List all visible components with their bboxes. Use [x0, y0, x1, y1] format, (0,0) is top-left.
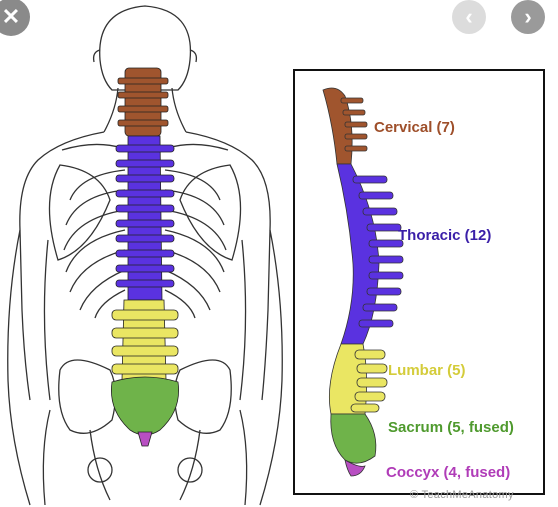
sacrum-segment-back [111, 376, 179, 436]
label-cervical: Cervical (7) [374, 119, 455, 136]
torso-back-view [7, 5, 283, 506]
credit-watermark: © TeachMeAnatomy [410, 489, 514, 501]
label-lumbar: Lumbar (5) [388, 362, 466, 379]
spine-back-view [111, 67, 179, 447]
chevron-left-icon: ‹ [465, 4, 473, 29]
label-coccyx: Coccyx (4, fused) [386, 464, 511, 481]
label-sacrum: Sacrum (5, fused) [388, 419, 514, 436]
coccyx-segment-side [344, 459, 366, 477]
coccyx-segment-back [137, 431, 153, 447]
chevron-right-icon: › [524, 4, 532, 29]
next-button[interactable]: › [511, 0, 545, 34]
close-icon: ✕ [1, 4, 21, 29]
sacrum-segment-side [330, 413, 377, 464]
spine-side-view [322, 87, 404, 477]
label-thoracic: Thoracic (12) [398, 227, 492, 244]
previous-button[interactable]: ‹ [452, 0, 486, 34]
close-button[interactable]: ✕ [0, 0, 30, 36]
thoracic-segment-side [336, 163, 380, 345]
